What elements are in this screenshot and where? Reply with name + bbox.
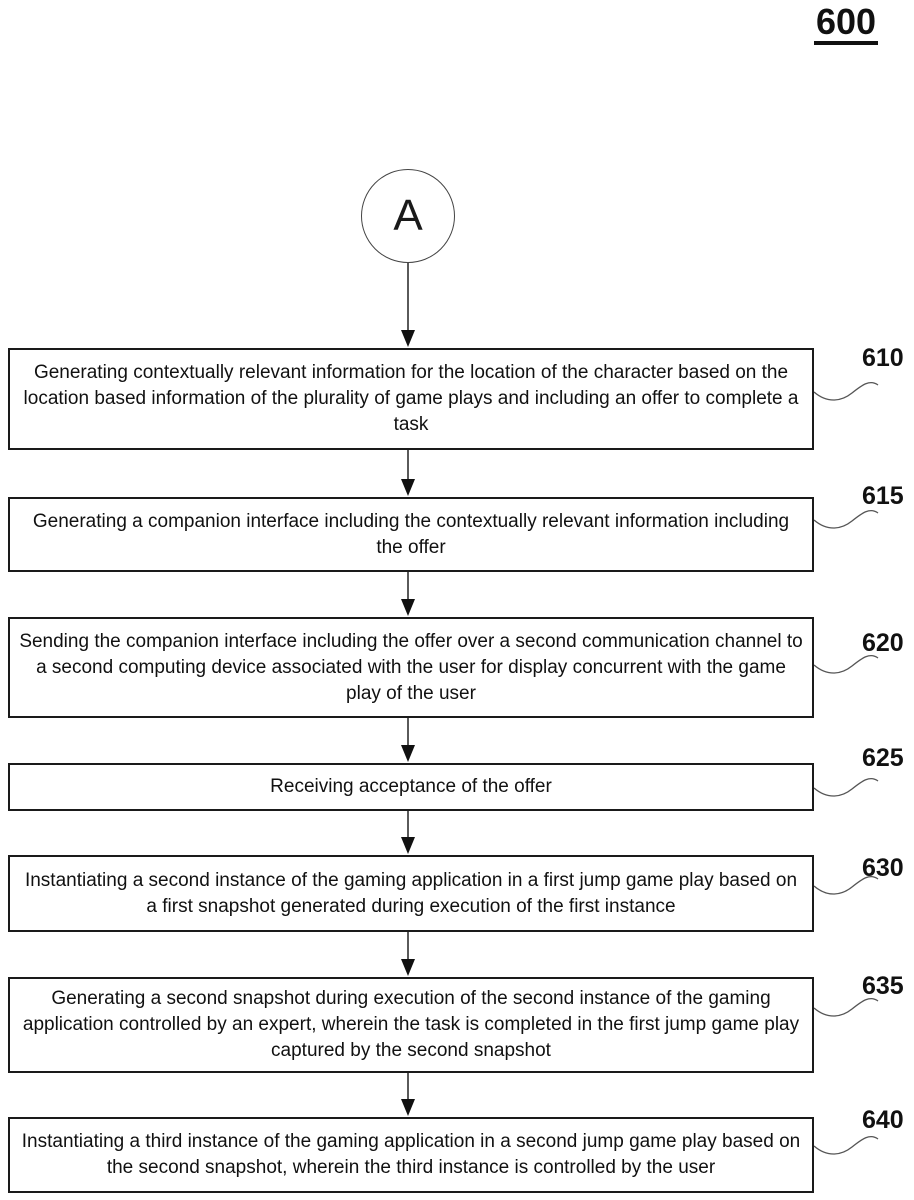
process-box-620: Sending the companion interface includin… <box>8 617 814 718</box>
ref-label-615: 615 <box>862 482 904 510</box>
ref-label-640: 640 <box>862 1106 904 1134</box>
ref-label-620: 620 <box>862 629 904 657</box>
ref-label-635: 635 <box>862 972 904 1000</box>
ref-label-625: 625 <box>862 744 904 772</box>
process-box-640: Instantiating a third instance of the ga… <box>8 1117 814 1193</box>
ref-label-630: 630 <box>862 854 904 882</box>
process-box-630: Instantiating a second instance of the g… <box>8 855 814 932</box>
process-box-text: Generating a second snapshot during exec… <box>22 988 800 1061</box>
process-box-text: Instantiating a third instance of the ga… <box>21 1131 801 1178</box>
figure-number: 600 <box>814 4 879 45</box>
process-box-615: Generating a companion interface includi… <box>8 497 814 572</box>
process-box-text: Sending the companion interface includin… <box>19 630 803 704</box>
process-box-text: Generating a companion interface includi… <box>32 510 790 558</box>
process-box-text: Generating contextually relevant informa… <box>23 362 799 435</box>
process-box-635: Generating a second snapshot during exec… <box>8 977 814 1073</box>
offpage-connector-label: A <box>393 191 423 240</box>
process-box-text: Receiving acceptance of the offer <box>270 776 552 797</box>
process-box-625: Receiving acceptance of the offer <box>8 763 814 811</box>
process-box-text: Instantiating a second instance of the g… <box>24 869 798 917</box>
process-box-610: Generating contextually relevant informa… <box>8 348 814 450</box>
ref-label-610: 610 <box>862 344 904 372</box>
offpage-connector-circle: A <box>361 169 455 263</box>
